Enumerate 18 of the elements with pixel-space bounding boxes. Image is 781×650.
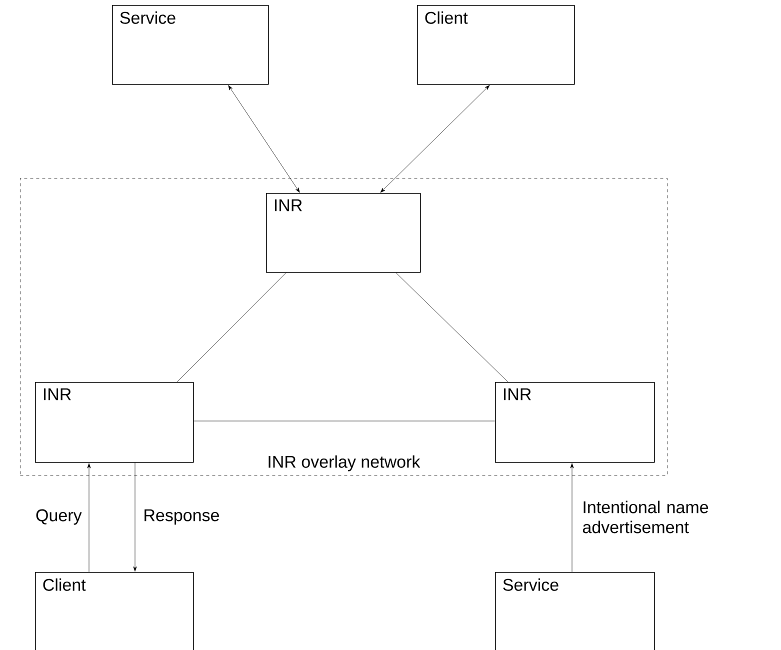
process-box: Service [112,5,269,85]
arrow [228,85,300,193]
process-box: INR [266,193,421,273]
process-box: INR [495,382,655,463]
edge-label: Intentional name advertisement [582,500,708,534]
arrow [87,463,91,572]
connector-line [396,272,508,382]
process-box: Client [417,5,575,85]
arrow [570,463,574,572]
process-box: INR [35,382,194,463]
connector-line [176,272,286,382]
edge-label: Response [144,509,219,525]
connector-line [194,420,496,422]
process-box: Client [35,572,194,650]
arrow [380,85,490,193]
edge-label: Query [36,509,82,525]
process-box: Service [495,572,655,650]
arrow [133,462,137,572]
